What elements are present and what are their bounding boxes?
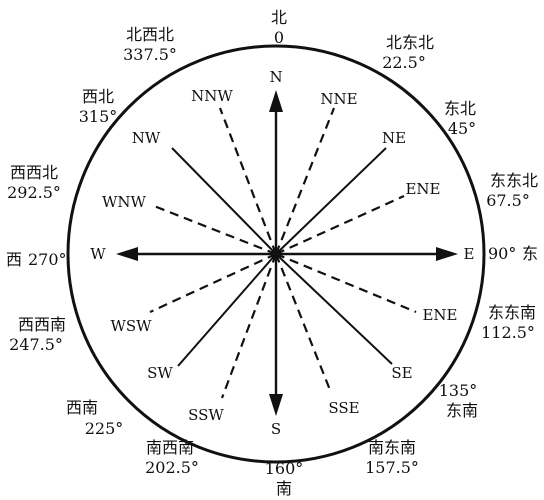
outer-north-deg: 0	[274, 28, 284, 47]
label-sw: SW	[147, 364, 173, 382]
label-wnw: WNW	[102, 193, 147, 211]
arrow-north-head	[269, 90, 283, 112]
arrow-west-head	[116, 247, 138, 261]
outer-wsw-deg: 247.5°	[9, 335, 63, 354]
label-n: N	[269, 68, 282, 86]
outer-nne-name: 北东北	[386, 33, 434, 52]
outer-ese-deg: 112.5°	[481, 323, 535, 342]
outer-wnw-deg: 292.5°	[7, 183, 61, 202]
line-sse	[274, 253, 332, 391]
outer-wsw-name: 西西南	[18, 315, 66, 334]
outer-sse-name: 南东南	[368, 438, 416, 457]
line-nnw	[218, 107, 278, 255]
label-ese: ENE	[422, 306, 457, 324]
outer-ssw-deg: 202.5°	[145, 458, 199, 477]
outer-east-name: 东	[522, 244, 538, 263]
outer-ne-deg: 45°	[448, 119, 476, 138]
outer-sw-deg: 225°	[85, 419, 124, 438]
line-nne	[274, 107, 336, 255]
label-ene: ENE	[405, 180, 440, 198]
arrow-east-head	[436, 247, 458, 261]
line-nw	[171, 147, 277, 255]
label-sse: SSE	[328, 399, 359, 417]
outer-south-deg: 160°	[265, 459, 304, 478]
label-ne: NE	[382, 129, 406, 147]
outer-se-deg: 135°	[439, 381, 478, 400]
label-wsw: WSW	[110, 317, 152, 335]
label-w: W	[90, 245, 106, 263]
outer-sw-name: 西南	[66, 398, 98, 417]
outer-west-deg: 270°	[28, 250, 67, 269]
line-se	[275, 253, 393, 365]
outer-nnw-name: 北西北	[126, 25, 174, 44]
label-e: E	[464, 245, 475, 263]
label-s: S	[271, 420, 281, 438]
outer-east-deg: 90°	[488, 244, 516, 263]
outer-ene-deg: 67.5°	[486, 191, 530, 210]
outer-nnw-deg: 337.5°	[123, 45, 177, 64]
outer-ne-name: 东北	[444, 99, 476, 118]
label-nw: NW	[132, 129, 161, 147]
outer-north-name: 北	[271, 8, 287, 27]
compass-circle	[66, 44, 486, 464]
label-se: SE	[391, 364, 412, 382]
outer-south-name: 南	[276, 479, 292, 498]
line-wsw	[149, 253, 277, 313]
outer-ene-name: 东东北	[490, 171, 538, 190]
label-ssw: SSW	[188, 406, 224, 424]
outer-ese-name: 东东南	[488, 303, 536, 322]
line-ne	[275, 147, 387, 255]
outer-wnw-name: 西西北	[10, 163, 58, 182]
outer-ssw-name: 南西南	[146, 438, 194, 457]
outer-se-name: 东南	[446, 401, 478, 420]
arrow-south-head	[269, 394, 283, 416]
line-wnw	[153, 204, 277, 256]
line-sw	[177, 253, 277, 367]
outer-sse-deg: 157.5°	[365, 458, 419, 477]
outer-nw-deg: 315°	[79, 107, 118, 126]
outer-west-name: 西	[6, 250, 22, 269]
label-nnw: NNW	[191, 87, 233, 105]
outer-nw-name: 西北	[82, 87, 114, 106]
line-ese	[275, 252, 417, 314]
line-ssw	[220, 253, 278, 399]
line-ene	[275, 194, 405, 256]
label-nne: NNE	[320, 90, 357, 108]
outer-nne-deg: 22.5°	[382, 53, 426, 72]
